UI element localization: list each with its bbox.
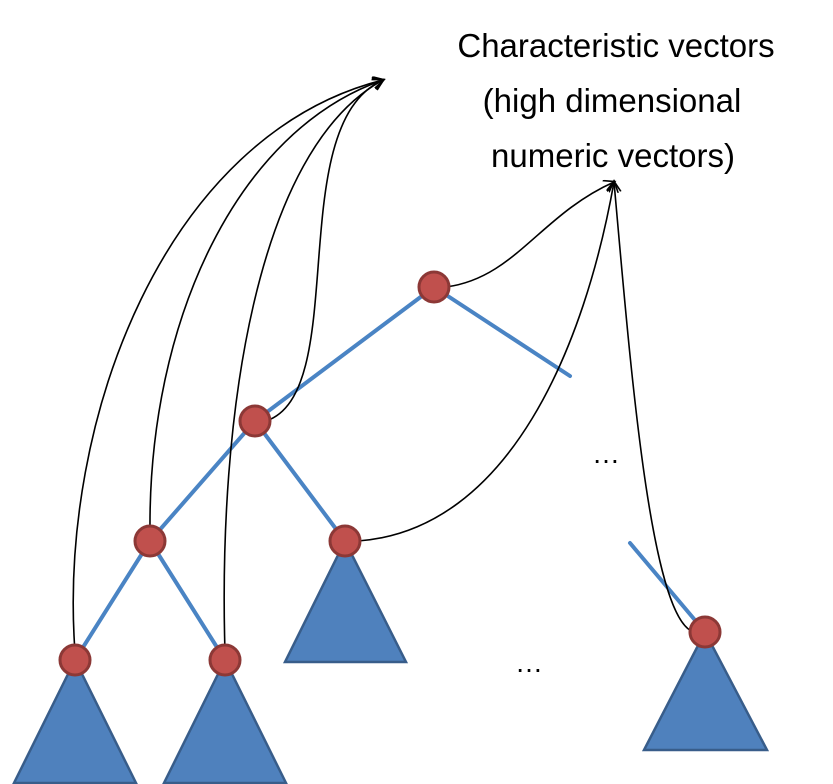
edge-ll-leaf1 <box>73 539 152 662</box>
edge-left-rightchild <box>253 419 347 543</box>
arrow-ll-to-vectors <box>149 80 383 533</box>
leaf-node <box>208 643 242 677</box>
tree-edges <box>73 285 707 662</box>
arrow-root-to-vectors <box>445 182 614 288</box>
arrow-lr-to-vectors <box>357 182 614 542</box>
edge-root-right <box>432 285 572 378</box>
tree-node <box>133 524 167 558</box>
root-node <box>417 270 451 304</box>
tree-node <box>328 524 362 558</box>
tree-nodes <box>58 270 722 677</box>
leaf-node <box>688 615 722 649</box>
arrow-leaf1-to-vectors <box>72 80 383 653</box>
label-line-1: Characteristic vectors <box>457 27 774 64</box>
arrow-right-leaf-to-vectors <box>614 182 695 633</box>
edge-left-leftchild <box>148 419 257 543</box>
subtree-triangle <box>12 657 138 784</box>
subtree-triangle <box>162 657 288 784</box>
leaf-node <box>58 643 92 677</box>
vector-arrows <box>72 80 695 653</box>
subtree-triangle <box>282 538 409 664</box>
subtrees <box>12 538 770 784</box>
arrow-left-to-vectors <box>265 80 383 422</box>
edge-root-left <box>253 285 436 423</box>
ellipsis-bottom-middle: … <box>515 647 543 678</box>
label-line-3: numeric vectors) <box>491 137 735 174</box>
ellipsis-right-branch: … <box>592 438 620 469</box>
label-line-2: (high dimensional <box>483 82 742 119</box>
edge-ll-leaf2 <box>148 539 227 662</box>
characteristic-vectors-label: Characteristic vectors (high dimensional… <box>457 27 774 174</box>
tree-node <box>238 404 272 438</box>
arrow-leaf2-to-vectors <box>223 80 383 653</box>
subtree-triangle <box>641 629 770 752</box>
